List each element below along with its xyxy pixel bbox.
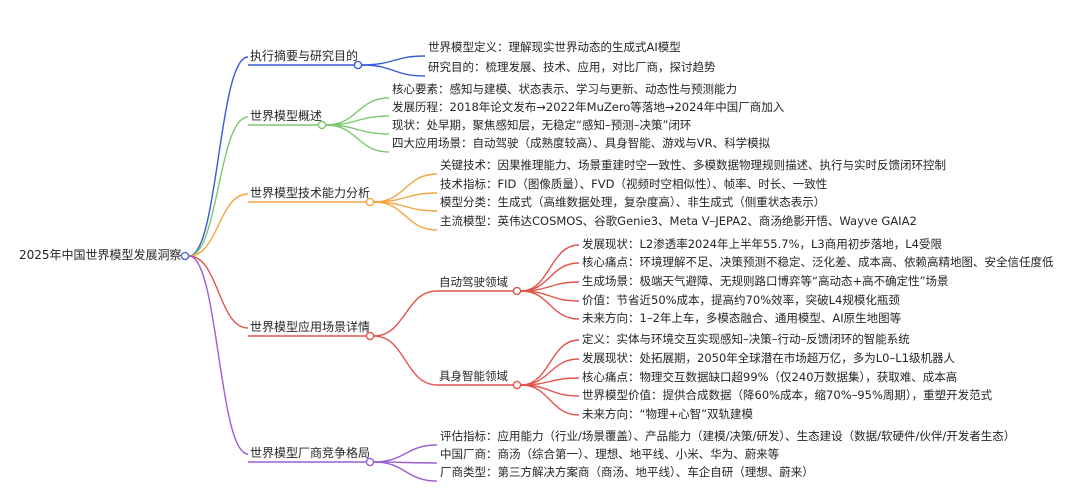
leaf-connector xyxy=(520,290,580,320)
leaf-node[interactable]: 研究目的：梳理发展、技术、应用，对比厂商，探讨趋势 xyxy=(428,60,716,74)
collapse-toggle-icon[interactable] xyxy=(353,60,363,70)
branch-overview[interactable]: 世界模型概述 xyxy=(250,109,323,123)
collapse-toggle-icon[interactable] xyxy=(512,380,522,390)
leaf-node[interactable]: 价值：节省近50%成本，提高约70%效率，突破L4规模化瓶颈 xyxy=(582,293,900,307)
branch-tech-analysis[interactable]: 世界模型技术能力分析 xyxy=(250,186,371,200)
leaf-node[interactable]: 评估指标：应用能力（行业/场景覆盖）、产品能力（建模/决策/研发）、生态建设（数… xyxy=(440,429,1016,443)
collapse-toggle-icon[interactable] xyxy=(365,331,375,341)
leaf-node[interactable]: 核心要素：感知与建模、状态表示、学习与更新、动态性与预测能力 xyxy=(392,82,737,96)
collapse-toggle-icon[interactable] xyxy=(180,251,190,261)
branch-exec-summary[interactable]: 执行摘要与研究目的 xyxy=(250,49,359,63)
leaf-connector xyxy=(373,444,438,463)
leaf-node[interactable]: 未来方向：1–2年上车，多模态融合、通用模型、AI原生地图等 xyxy=(582,311,902,325)
sub-branch-embodied-ai[interactable]: 具身智能领域 xyxy=(439,369,508,383)
root-node[interactable]: 2025年中国世界模型发展洞察 xyxy=(19,248,182,262)
leaf-node[interactable]: 技术指标：FID（图像质量）、FVD（视频时空相似性）、帧率、时长、一致性 xyxy=(440,177,828,191)
leaf-node[interactable]: 厂商类型：第三方解决方案商（商汤、地平线）、车企自研（理想、蔚来） xyxy=(440,465,814,479)
branch-connector xyxy=(188,193,249,257)
leaf-node[interactable]: 四大应用场景：自动驾驶（成熟度较高）、具身智能、游戏与VR、科学模拟 xyxy=(392,136,771,150)
leaf-node[interactable]: 核心痛点：环境理解不足、决策预测不稳定、泛化差、成本高、依赖高精地图、安全信任度… xyxy=(582,255,1054,269)
leaf-node[interactable]: 核心痛点：物理交互数据缺口超99%（仅240万数据集），获取难、成本高 xyxy=(582,370,958,384)
branch-connector xyxy=(188,255,249,329)
collapse-toggle-icon[interactable] xyxy=(365,197,375,207)
sub-branch-connector xyxy=(373,335,438,386)
leaf-node[interactable]: 发展现状：处拓展期，2050年全球潜在市场超万亿，多为L0–L1级机器人 xyxy=(582,351,955,365)
leaf-node[interactable]: 生成场景：极端天气避障、无规则路口博弈等“高动态+高不确定性”场景 xyxy=(582,274,949,288)
leaf-node[interactable]: 未来方向：“物理+心智”双轨建模 xyxy=(582,407,754,421)
leaf-node[interactable]: 定义：实体与环境交互实现感知–决策–行动–反馈闭环的智能系统 xyxy=(582,332,910,346)
branch-connector xyxy=(188,255,249,455)
collapse-toggle-icon[interactable] xyxy=(317,120,327,130)
leaf-node[interactable]: 世界模型价值：提供合成数据（降60%成本，缩70%–95%周期），重塑开发范式 xyxy=(582,388,993,402)
leaf-connector xyxy=(520,384,580,416)
collapse-toggle-icon[interactable] xyxy=(365,457,375,467)
leaf-connector xyxy=(520,244,580,292)
leaf-node[interactable]: 发展历程：2018年论文发布→2022年MuZero等落地→2024年中国厂商加… xyxy=(392,100,785,114)
collapse-toggle-icon[interactable] xyxy=(512,286,522,296)
leaf-node[interactable]: 发展现状：L2渗透率2024年上半年55.7%，L3商用初步落地，L4受限 xyxy=(582,237,942,251)
leaf-node[interactable]: 中国厂商：商汤（综合第一）、理想、地平线、小米、华为、蔚来等 xyxy=(440,447,780,461)
branch-connector xyxy=(188,116,249,257)
leaf-connector xyxy=(361,64,426,77)
leaf-connector xyxy=(373,201,438,231)
leaf-connector xyxy=(325,124,390,153)
leaf-node[interactable]: 世界模型定义：理解现实世界动态的生成式AI模型 xyxy=(428,40,681,54)
leaf-node[interactable]: 模型分类：生成式（高维数据处理，复杂度高）、非生成式（侧重状态表示） xyxy=(440,195,826,209)
sub-branch-connector xyxy=(373,290,438,337)
leaf-connector xyxy=(373,461,438,482)
branch-connector xyxy=(188,56,249,257)
branch-vendors[interactable]: 世界模型厂商竞争格局 xyxy=(250,446,371,460)
leaf-node[interactable]: 关键技术：因果推理能力、场景重建时空一致性、多模数据物理规则描述、执行与实时反馈… xyxy=(440,158,946,172)
sub-branch-autonomous-driving[interactable]: 自动驾驶领域 xyxy=(439,275,508,289)
branch-applications[interactable]: 世界模型应用场景详情 xyxy=(250,320,371,334)
leaf-node[interactable]: 现状：处早期，聚焦感知层，无稳定“感知–预测–决策”闭环 xyxy=(392,118,692,132)
leaf-node[interactable]: 主流模型：英伟达COSMOS、谷歌Genie3、Meta V–JEPA2、商汤绝… xyxy=(440,214,917,228)
leaf-connector xyxy=(361,55,426,66)
